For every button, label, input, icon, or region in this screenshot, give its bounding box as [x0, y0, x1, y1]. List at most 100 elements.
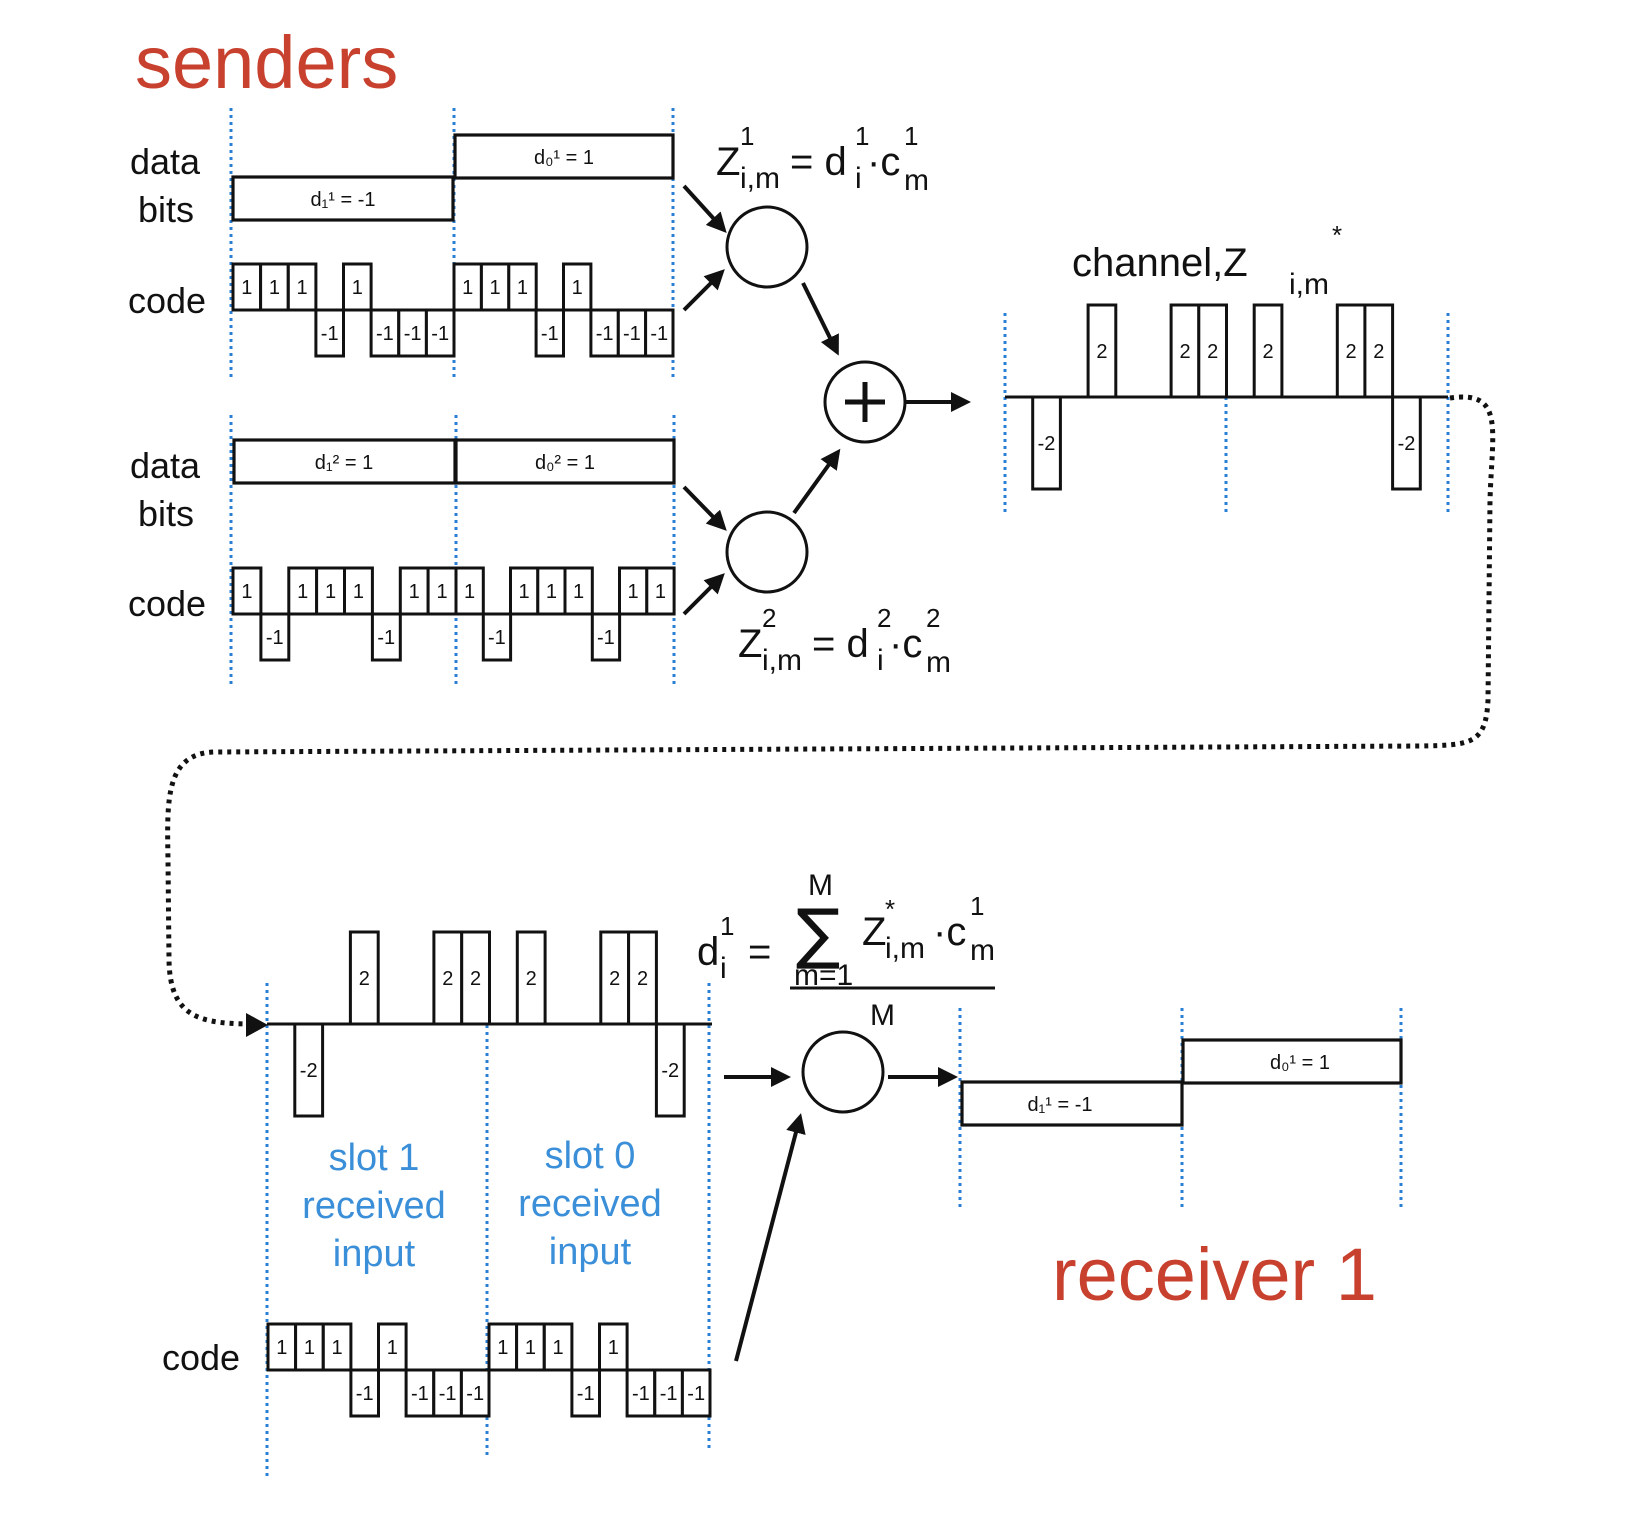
decode-sum-top: M	[808, 869, 833, 902]
receiver-title: receiver 1	[1052, 1233, 1377, 1316]
sender2-chip-label-14: 1	[628, 581, 639, 603]
channel-bar-label-4: 2	[1207, 341, 1218, 363]
z1-c-sub: m	[904, 164, 929, 197]
receiver-chip-label-6: -1	[439, 1383, 457, 1405]
channel-label: channel,Z	[1072, 241, 1248, 285]
sender1-chip-15	[644, 308, 675, 358]
sender2-slot0-label: d₀² = 1	[535, 452, 595, 474]
sender2-chip-label-7: 1	[437, 581, 448, 603]
sender2-chip-12	[563, 566, 594, 616]
channel-bar-9	[1391, 395, 1422, 491]
channel-label-sup: *	[1332, 220, 1342, 250]
receiver-chip-label-10: 1	[553, 1337, 564, 1359]
senders-title: senders	[135, 21, 398, 104]
z1-dot-c: ·c	[867, 140, 900, 184]
decode-c-sub: m	[970, 934, 995, 967]
sender2-chip-label-15: 1	[655, 581, 666, 603]
sender1-chip-label-3: -1	[321, 323, 339, 345]
channel-bar-1	[1086, 303, 1118, 399]
receiver-chip-label-0: 1	[276, 1337, 287, 1359]
sender1-chip-label-15: -1	[650, 323, 668, 345]
received-bar-7	[599, 930, 631, 1026]
channel-bar-4	[1197, 303, 1229, 399]
receiver-chip-label-4: 1	[387, 1337, 398, 1359]
receiver-code-label: code	[162, 1337, 240, 1378]
receiver-chip-label-7: -1	[466, 1383, 484, 1405]
sender1-slot0-label: d₀¹ = 1	[534, 147, 594, 169]
arrow-code-to-mult	[734, 1113, 806, 1362]
received-bar-label-7: 2	[609, 968, 620, 990]
received-bar-label-8: 2	[637, 968, 648, 990]
receiver-chip-8	[487, 1322, 519, 1372]
z1-d-sub: i	[855, 162, 862, 195]
sender1-chip-10	[507, 262, 538, 312]
received-bar-label-1: 2	[359, 968, 370, 990]
sender2-chip-label-1: -1	[266, 627, 284, 649]
decode-term-sub: i,m	[885, 932, 925, 965]
z2-eq: = d	[812, 622, 869, 666]
sender1-data-label: data	[130, 141, 201, 182]
received-bar-0	[293, 1022, 325, 1118]
channel-bar-label-8: 2	[1373, 341, 1384, 363]
sender1-chip-label-2: 1	[297, 277, 308, 299]
sender1-chip-12	[562, 262, 593, 312]
sender1-chip-label-11: -1	[541, 323, 559, 345]
channel-bar-8	[1363, 303, 1395, 399]
equation-z1: Z 1 i,m = d 1 i ·c 1 m	[716, 121, 929, 197]
sender1-chip-4	[342, 262, 373, 312]
received-bar-9	[654, 1022, 686, 1118]
sender1-bits-label: bits	[138, 189, 194, 230]
sender2-chip-label-4: 1	[353, 581, 364, 603]
channel-bar-5	[1252, 303, 1284, 399]
sender2-chip-10	[509, 566, 540, 616]
received-bar-label-0: -2	[300, 1060, 318, 1082]
slot0-line3: input	[549, 1231, 632, 1273]
slot1-line3: input	[333, 1233, 416, 1275]
z2-c-sub: m	[926, 646, 951, 679]
z1-sub: i,m	[740, 162, 780, 195]
channel-to-receiver-arrowhead	[246, 1013, 268, 1037]
sender1-chip-label-7: -1	[431, 323, 449, 345]
receiver-multiplier-node	[801, 1030, 885, 1114]
receiver-chip-4	[377, 1322, 408, 1372]
z2-c-sup: 2	[926, 603, 940, 633]
received-bar-1	[348, 930, 380, 1026]
sender1-chip-7	[424, 308, 456, 358]
sender2-code-label: code	[128, 583, 206, 624]
sender1-code-label: code	[128, 280, 206, 321]
decode-term-sup: *	[885, 894, 895, 924]
receiver-chip-label-8: 1	[497, 1337, 508, 1359]
slot0-received-label: slot 0 received input	[518, 1135, 662, 1273]
sender2-chip-5	[370, 612, 402, 662]
receiver-output-slot1-label: d₁¹ = -1	[1027, 1094, 1092, 1116]
channel-bar-label-9: -2	[1398, 433, 1416, 455]
sender1-chip-label-1: 1	[269, 277, 280, 299]
receiver-chip-12	[598, 1322, 629, 1372]
sender1-slot1-label: d₁¹ = -1	[310, 189, 375, 211]
receiver-chip-label-13: -1	[632, 1383, 650, 1405]
decode-term: Z	[862, 910, 886, 954]
received-bar-5	[515, 930, 547, 1026]
z1-eq: = d	[790, 140, 847, 184]
sender2-chip-8	[454, 566, 485, 616]
sender1-chip-11	[534, 308, 565, 358]
receiver-chip-10	[542, 1322, 574, 1372]
decode-lhs-sup: 1	[720, 911, 734, 941]
receiver-chip-2	[321, 1322, 353, 1372]
receiver-chip-label-2: 1	[332, 1337, 343, 1359]
receiver-chip-6	[432, 1368, 463, 1418]
sender1-chip-label-9: 1	[490, 277, 501, 299]
sender1-chip-label-4: 1	[352, 277, 363, 299]
z2-d-sub: i	[877, 644, 884, 677]
slot0-line1: slot 0	[545, 1135, 636, 1177]
sender2-bits-label: bits	[138, 493, 194, 534]
sender2-chip-label-0: 1	[241, 581, 252, 603]
z1-main: Z	[716, 140, 740, 184]
z2-sup: 2	[762, 603, 776, 633]
received-bar-label-4: 2	[470, 968, 481, 990]
receiver-chip-label-1: 1	[304, 1337, 315, 1359]
